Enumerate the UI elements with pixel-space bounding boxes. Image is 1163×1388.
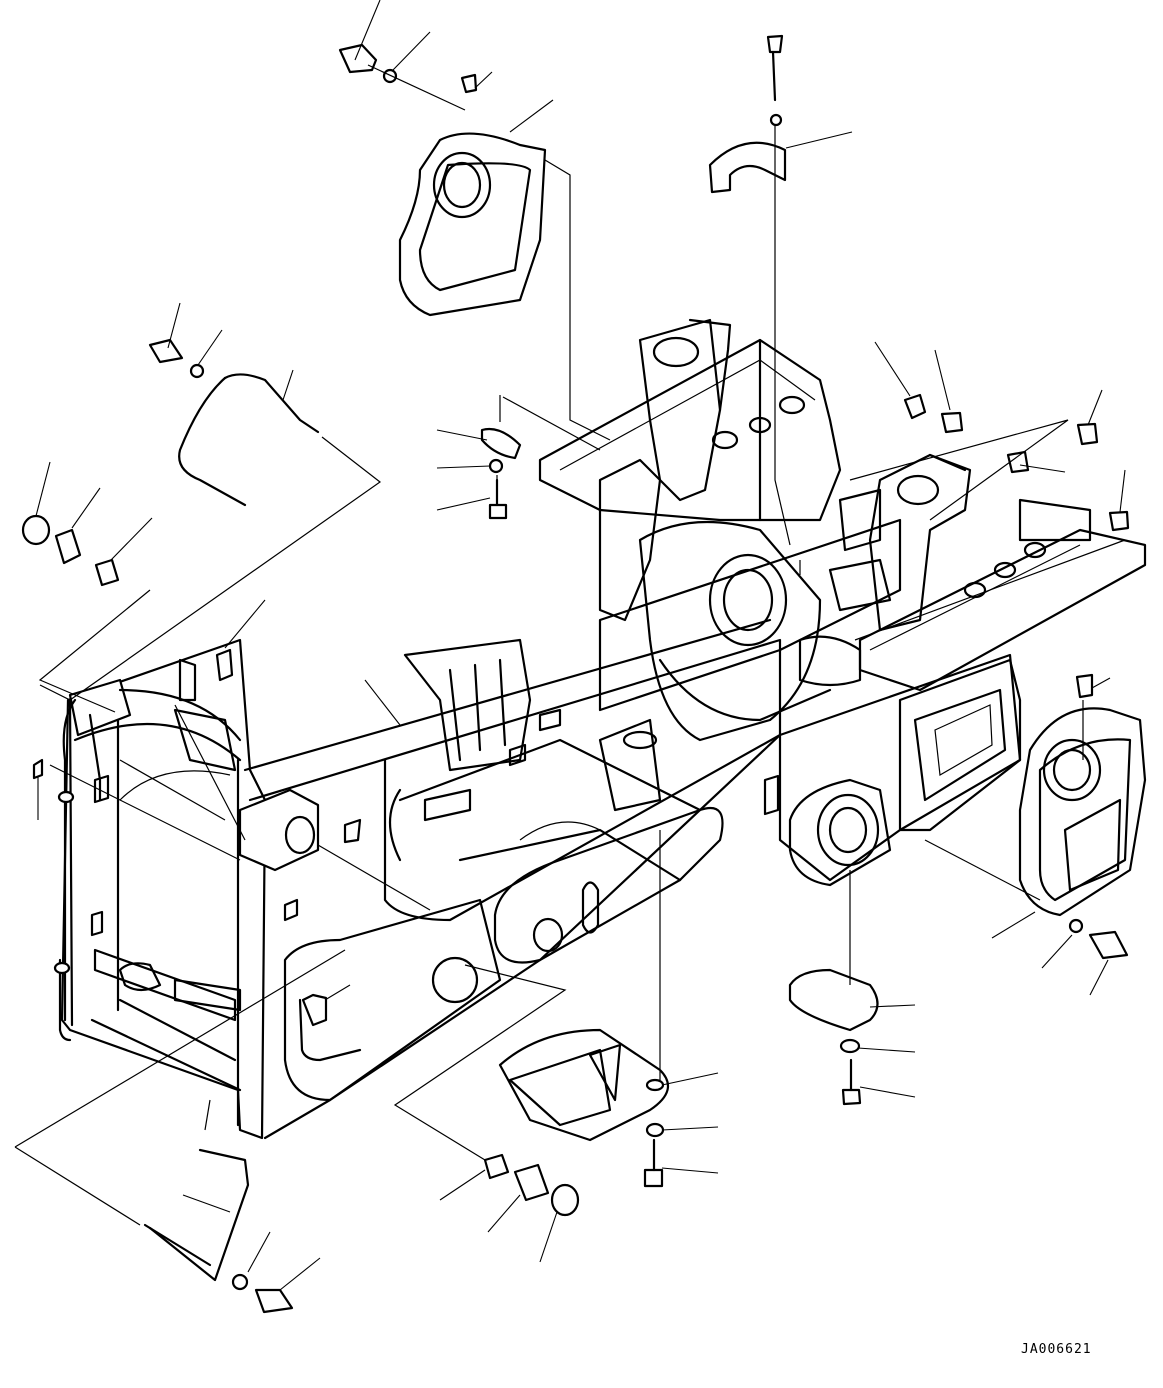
leader-lines	[35, 0, 1126, 1291]
right-gear-cover	[1018, 707, 1147, 917]
handrails	[143, 373, 320, 1282]
drawing-code: JA006621	[1021, 1342, 1092, 1357]
right-cover-plate	[788, 968, 879, 1032]
fasteners	[21, 34, 1130, 1314]
assembly-lines	[14, 64, 1126, 1226]
bottom-guard-plate	[498, 1028, 670, 1142]
main-frame	[32, 318, 1147, 1140]
top-gear-cover	[398, 132, 547, 317]
clamp-cap	[708, 141, 787, 194]
